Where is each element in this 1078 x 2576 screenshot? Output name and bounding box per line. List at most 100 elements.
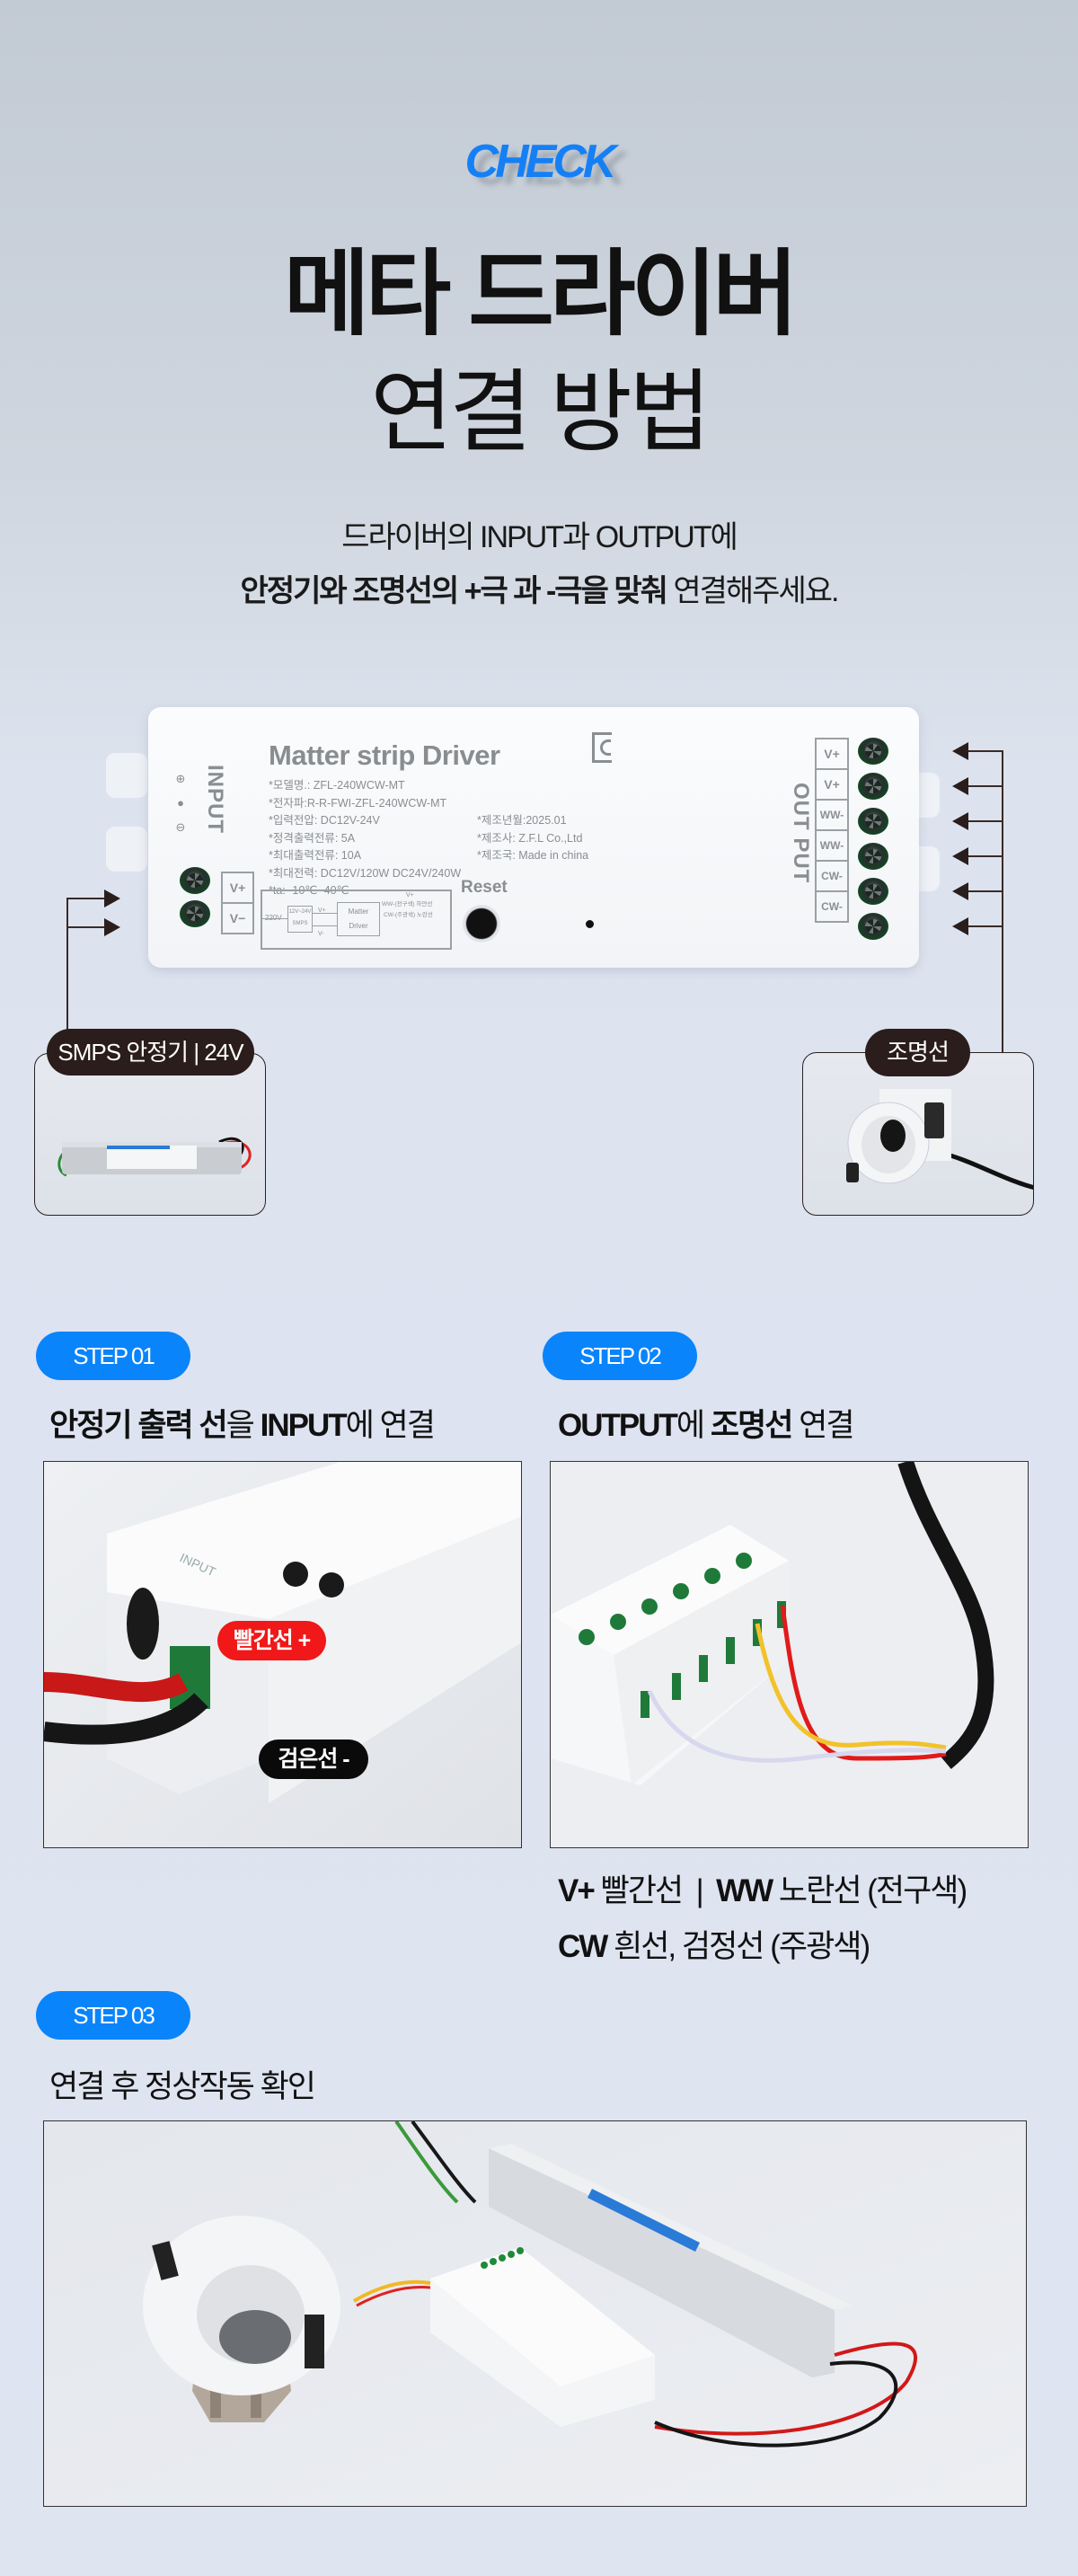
light-panel: [802, 1052, 1034, 1216]
spec-line: *최대출력전류: 10A: [269, 849, 362, 862]
caption-part: V+: [558, 1873, 596, 1908]
input-terminal-screw[interactable]: [180, 900, 210, 927]
spec-line: *제조사: Z.F.L Co.,Ltd: [477, 831, 583, 845]
page-title-line2: 연결 방법: [370, 362, 711, 463]
diagram-driver-line2: Driver: [349, 922, 368, 930]
step-01-heading: 안정기 출력 선을 INPUT에 연결: [49, 1400, 436, 1446]
diagram-vplus: V+: [318, 907, 326, 914]
input-terminal-label: V−: [221, 902, 254, 934]
diagram-ww: WW-(전구색) 하얀선: [382, 901, 433, 907]
diagram-wire: [313, 913, 337, 914]
step-01-photo: INPUT 빨간선 + 검은선 -: [43, 1461, 522, 1848]
output-terminal-label: V+: [815, 768, 849, 801]
heading-part: 에 연결: [345, 1408, 436, 1443]
step-03-heading: 연결 후 정상작동 확인: [49, 2061, 316, 2107]
output-terminal-screw[interactable]: [858, 738, 888, 765]
diagram-smps-line1: 12V~24V: [288, 909, 312, 915]
arrow-left-icon: [952, 777, 968, 795]
spec-line: *모델명.: ZFL-240WCW-MT: [269, 779, 405, 792]
kc-mark-icon: [592, 732, 612, 763]
connector-line: [66, 926, 110, 928]
spec-line: *제조국: Made in china: [477, 849, 589, 862]
mount-tab-left: [106, 753, 147, 798]
diagram-smps-line2: SMPS: [292, 921, 308, 926]
heading-part: 에: [676, 1408, 711, 1443]
output-terminal-screw[interactable]: [858, 808, 888, 835]
output-terminal-screw[interactable]: [858, 878, 888, 905]
diagram-driver-line1: Matter: [348, 907, 369, 916]
final-setup-image: [44, 2121, 1026, 2506]
connector-line: [66, 899, 68, 1030]
polarity-symbol-icon: ⊕●⊖: [175, 772, 186, 834]
input-terminal-screw[interactable]: [180, 867, 210, 894]
connector-line: [1002, 751, 1003, 1053]
heading-part: 연결 후 정상작동 확인: [49, 2069, 316, 2104]
caption-part: WW: [716, 1873, 773, 1908]
heading-part: 조명선: [710, 1408, 794, 1443]
step-03-badge: STEP 03: [36, 1991, 190, 2040]
reset-label: Reset: [461, 878, 508, 897]
heading-part: 을: [225, 1408, 261, 1443]
input-terminal-label: V+: [221, 872, 254, 904]
diagram-wire: [262, 918, 287, 919]
output-terminal-screw[interactable]: [858, 843, 888, 870]
arrow-left-icon: [952, 742, 968, 760]
spec-list-right: *제조년월:2025.01 *제조사: Z.F.L Co.,Ltd *제조국: …: [477, 812, 588, 865]
red-wire-tag: 빨간선 +: [217, 1621, 326, 1660]
light-callout: 조명선: [865, 1029, 970, 1076]
connector-line: [966, 785, 1003, 787]
description-line2: 안정기와 조명선의 +극 과 -극을 맞춰 연결해주세요.: [0, 566, 1078, 610]
driver-device: Matter strip Driver *모델명.: ZFL-240WCW-MT…: [148, 707, 919, 968]
step-02-heading: OUTPUT에 조명선 연결: [558, 1400, 855, 1446]
output-label: OUT PUT: [789, 783, 813, 884]
description-line1: 드라이버의 INPUT과 OUTPUT에: [341, 520, 738, 554]
output-terminal-label: CW-: [815, 890, 849, 923]
heading-part: 연결: [791, 1408, 854, 1443]
output-terminal-label: WW-: [815, 799, 849, 831]
arrow-right-icon: [104, 918, 120, 936]
spec-list-left: *모델명.: ZFL-240WCW-MT *전자파:R-R-FWI-ZFL-24…: [269, 777, 461, 900]
driver-name: Matter strip Driver: [269, 739, 500, 771]
description-emphasis: 안정기와 조명선의 +극 과 -극을 맞춰: [240, 574, 668, 608]
connector-line: [66, 898, 110, 899]
step-02-caption-line2: CW 흰선, 검정선 (주광색): [558, 1921, 870, 1967]
output-terminal-label: V+: [815, 738, 849, 770]
output-terminal-labels: V+ V+ WW- WW- CW- CW-: [815, 738, 849, 923]
downlight-image: [846, 1089, 1033, 1191]
connector-line: [966, 750, 1003, 752]
arrow-left-icon: [952, 847, 968, 865]
smps-image: [57, 1137, 252, 1177]
output-terminal-label: WW-: [815, 829, 849, 862]
black-wire-tag: 검은선 -: [259, 1739, 368, 1779]
diagram-ac: 220V: [265, 914, 282, 922]
caption-part: 빨간선 |: [593, 1873, 717, 1908]
spec-line: *전자파:R-R-FWI-ZFL-240WCW-MT: [269, 796, 447, 810]
page-title-line1: 메타 드라이버: [284, 243, 799, 347]
spec-line: *입력전압: DC12V-24V: [269, 814, 380, 827]
output-terminal-screw[interactable]: [858, 773, 888, 800]
arrow-left-icon: [952, 882, 968, 900]
diagram-out-vplus: V+: [406, 892, 414, 899]
input-label: INPUT: [203, 765, 227, 834]
caption-part: 노란선 (전구색): [772, 1873, 968, 1908]
step-02-photo: [550, 1461, 1029, 1848]
connector-line: [966, 890, 1003, 892]
arrow-left-icon: [952, 917, 968, 935]
output-terminal-screw[interactable]: [858, 913, 888, 940]
description-rest: 연결해주세요.: [666, 574, 839, 608]
arrow-left-icon: [952, 812, 968, 830]
heading-part: INPUT: [260, 1408, 348, 1443]
output-wiring-image: [551, 1462, 1028, 1847]
diagram-vminus: V-: [318, 931, 324, 937]
caption-part: CW: [558, 1929, 608, 1964]
diagram-cw: CW-(주광색) 노란선: [384, 912, 433, 918]
caption-part: 흰선, 검정선 (주광색): [606, 1929, 870, 1964]
mount-tab-left: [106, 827, 147, 872]
kc-mark-icon-inner: [600, 739, 611, 756]
reset-button[interactable]: [463, 905, 500, 943]
status-led-icon: [586, 920, 594, 928]
spec-line: *제조년월:2025.01: [477, 814, 567, 827]
step-03-photo: [43, 2120, 1027, 2507]
